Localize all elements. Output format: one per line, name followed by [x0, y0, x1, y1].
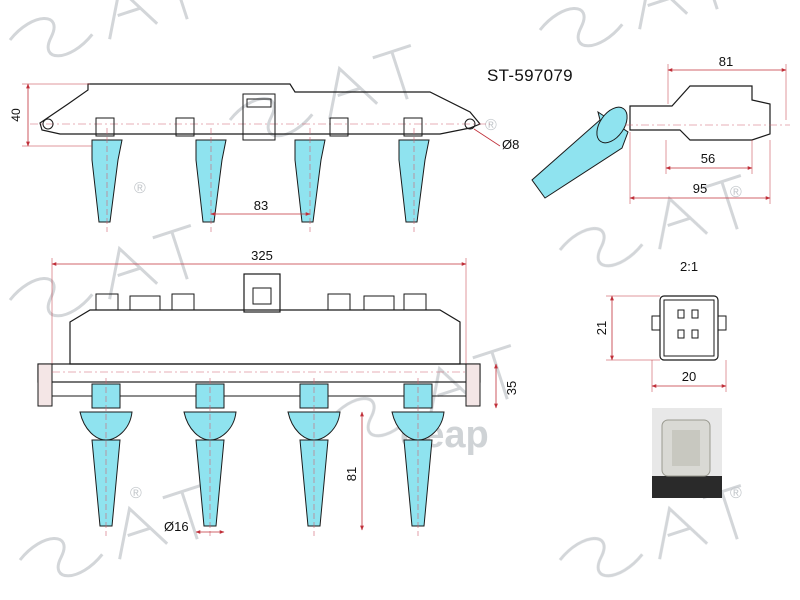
coil-boot — [91, 139, 430, 223]
mount-hole-label: Ø8 — [502, 137, 519, 152]
mount-hole-right — [464, 118, 476, 130]
terminal-tab — [403, 117, 423, 137]
side-body-outline — [629, 85, 771, 141]
terminal-tab — [95, 117, 115, 137]
mount-hole-left — [42, 118, 54, 130]
side-view: 81 56 95 — [531, 54, 790, 204]
front-view: 325 35 — [37, 248, 519, 536]
connector-detail: 2:1 21 20 — [594, 259, 727, 392]
height-label: 40 — [9, 108, 23, 122]
registered-mark: ® — [130, 485, 142, 502]
boot-spacing-label: 83 — [254, 198, 268, 213]
width-20-label: 20 — [682, 369, 696, 384]
top-view: 40 83 Ø8 — [9, 83, 519, 232]
front-flange — [37, 363, 481, 383]
side-boot-seal — [596, 106, 628, 144]
flange-35-label: 35 — [504, 381, 519, 395]
connector-housing — [242, 93, 276, 141]
length-81-label: 81 — [719, 54, 733, 69]
coil-body-outline — [39, 83, 481, 135]
boot-centerlines — [106, 128, 415, 232]
boot-diameter-label: Ø16 — [164, 519, 189, 534]
part-number: ST-597079 — [487, 66, 573, 85]
connector-photo — [652, 408, 722, 498]
watermark — [8, 0, 742, 578]
registered-mark: ® — [134, 180, 146, 197]
registered-mark: ® — [485, 117, 497, 134]
connector-face — [659, 295, 719, 361]
connector-latch — [246, 98, 272, 108]
terminal-tab — [175, 117, 195, 137]
terminal-tab — [329, 117, 349, 137]
front-coil-boots — [79, 383, 445, 527]
registered-mark: ® — [730, 485, 742, 502]
length-95-label: 95 — [693, 181, 707, 196]
registered-mark: ® — [730, 184, 742, 201]
scale-label: 2:1 — [680, 259, 698, 274]
hole-leader — [473, 128, 501, 147]
front-body-outline — [69, 309, 461, 365]
length-56-label: 56 — [701, 151, 715, 166]
height-21-label: 21 — [594, 321, 609, 335]
length-325-label: 325 — [251, 248, 273, 263]
front-connector — [243, 273, 281, 313]
boot-81-label: 81 — [344, 467, 359, 481]
